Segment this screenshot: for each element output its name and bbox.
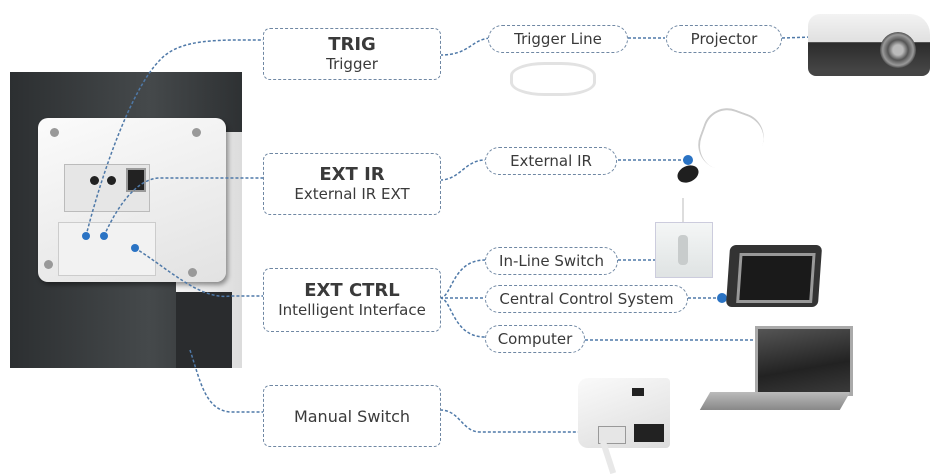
port-title: EXT IR: [319, 163, 385, 185]
pill-computer: Computer: [485, 325, 585, 353]
port-subtitle: Trigger: [326, 54, 378, 73]
manual-switch-box-image: [578, 378, 670, 448]
port-subtitle: External IR EXT: [294, 184, 410, 203]
pill-inline-switch: In-Line Switch: [485, 247, 618, 275]
projector-image: [808, 14, 930, 76]
laptop-base: [699, 392, 851, 410]
trigger-cable-image: [510, 62, 596, 96]
port-box-ext-ctrl: EXT CTRL Intelligent Interface: [263, 268, 441, 332]
pill-trigger-line: Trigger Line: [488, 25, 628, 53]
port-box-trig: TRIG Trigger: [263, 28, 441, 80]
pill-external-ir: External IR: [485, 147, 617, 175]
cover-flap: [58, 222, 156, 276]
laptop-image: [755, 326, 853, 396]
wall-switch-image: [655, 222, 713, 278]
touch-panel-image: [725, 245, 823, 307]
port-title: TRIG: [328, 33, 376, 55]
up-down-icon: [678, 235, 688, 265]
port-subtitle: Manual Switch: [293, 406, 411, 426]
port-box-manual-switch: Manual Switch: [263, 385, 441, 447]
port-title: EXT CTRL: [304, 279, 400, 301]
lens-icon: [880, 32, 916, 68]
rj45-port[interactable]: [126, 168, 146, 192]
port-subtitle: Intelligent Interface: [278, 300, 426, 319]
port-box-ext-ir: EXT IR External IR EXT: [263, 153, 441, 215]
motor-housing-image: [10, 72, 242, 368]
pill-central-control-system: Central Control System: [485, 285, 688, 313]
pill-projector: Projector: [666, 25, 782, 53]
